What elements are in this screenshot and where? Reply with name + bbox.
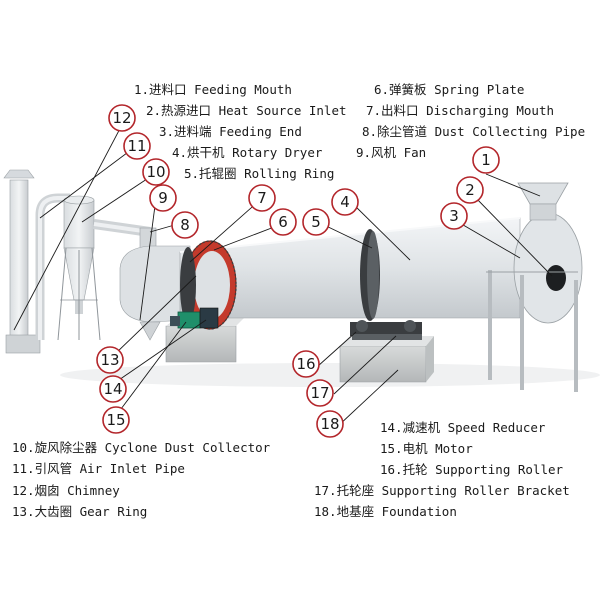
gear-ring [183, 240, 237, 330]
callout-17 [306, 379, 334, 407]
legend-item-5: 5.托辊圈 Rolling Ring [184, 166, 335, 181]
legend-item-17: 17.托轮座 Supporting Roller Bracket [314, 483, 570, 498]
legend-item-2: 2.热源进口 Heat Source Inlet [146, 103, 347, 118]
callout-9 [149, 184, 177, 212]
legend-item-14: 14.减速机 Speed Reducer [380, 420, 546, 435]
legend-item-18: 18.地基座 Foundation [314, 504, 457, 519]
callout-num-17: 17 [310, 384, 329, 402]
callout-num-15: 15 [106, 411, 125, 429]
discharge-hood [119, 245, 191, 341]
callout-4 [331, 188, 359, 216]
callout-7 [248, 184, 276, 212]
chimney [3, 169, 41, 354]
callout-num-10: 10 [146, 163, 165, 181]
callout-num-11: 11 [127, 137, 146, 155]
callout-num-1: 1 [481, 151, 491, 169]
legend-item-11: 11.引风管 Air Inlet Pipe [12, 461, 185, 476]
callout-15 [102, 406, 130, 434]
callout-num-12: 12 [112, 109, 131, 127]
air-inlet-pipe [35, 193, 70, 340]
callout-num-14: 14 [103, 380, 122, 398]
callout-5 [302, 208, 330, 236]
callout-num-3: 3 [449, 207, 459, 225]
legend-item-6: 6.弹簧板 Spring Plate [374, 82, 525, 97]
legend-item-13: 13.大齿圈 Gear Ring [12, 504, 148, 519]
callout-num-13: 13 [100, 351, 119, 369]
callout-8 [171, 211, 199, 239]
callout-num-7: 7 [257, 189, 267, 207]
callout-13 [96, 346, 124, 374]
feeding-end [486, 212, 583, 392]
legend-item-3: 3.进料端 Feeding End [159, 124, 302, 139]
feeding-mouth [517, 182, 569, 221]
callout-3 [440, 202, 468, 230]
callout-num-18: 18 [320, 415, 339, 433]
callout-6 [269, 208, 297, 236]
callout-10 [142, 158, 170, 186]
legend-item-1: 1.进料口 Feeding Mouth [134, 82, 292, 97]
legend-item-4: 4.烘干机 Rotary Dryer [172, 145, 323, 160]
callout-num-5: 5 [311, 213, 321, 231]
drive-unit [170, 307, 219, 329]
callout-num-4: 4 [340, 193, 350, 211]
ground-shadow [60, 363, 600, 387]
cyclone-dust-collector [57, 195, 101, 341]
callout-2 [456, 176, 484, 204]
legend-item-16: 16.托轮 Supporting Roller [380, 462, 564, 477]
callout-num-2: 2 [465, 181, 475, 199]
legend-item-15: 15.电机 Motor [380, 441, 473, 456]
callout-num-16: 16 [296, 355, 315, 373]
callout-11 [123, 132, 151, 160]
legend-item-7: 7.出料口 Discharging Mouth [366, 103, 555, 118]
legend-item-9: 9.风机 Fan [356, 145, 427, 160]
callout-16 [292, 350, 320, 378]
legend-item-12: 12.烟囱 Chimney [12, 483, 120, 498]
foundations [165, 318, 434, 383]
legend-item-8: 8.除尘管道 Dust Collecting Pipe [362, 124, 586, 139]
callout-18 [316, 410, 344, 438]
callout-num-8: 8 [180, 216, 190, 234]
callout-14 [99, 375, 127, 403]
callout-12 [108, 104, 136, 132]
supporting-roller [350, 320, 422, 340]
legend-item-10: 10.旋风除尘器 Cyclone Dust Collector [12, 440, 271, 455]
callout-circles [96, 104, 500, 438]
leader-lines [13, 120, 553, 427]
callout-num-9: 9 [158, 189, 168, 207]
rolling-rings [180, 229, 380, 323]
callout-num-6: 6 [278, 213, 288, 231]
callout-numbers: 1 2 3 4 5 6 7 8 9 10 11 12 13 14 15 16 1… [100, 109, 490, 433]
callout-1 [472, 146, 500, 174]
